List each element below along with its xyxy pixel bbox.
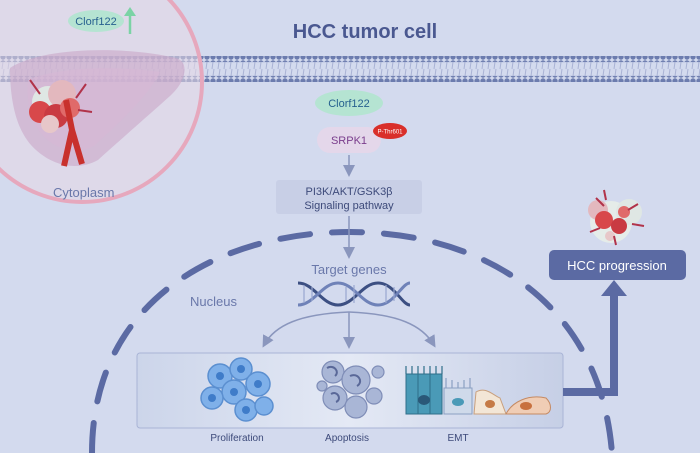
phospho-label: P-Thr601 xyxy=(377,130,403,136)
signaling-line2: Signaling pathway xyxy=(304,200,394,212)
proliferation-cells-icon xyxy=(200,357,274,422)
up-arrow-icon xyxy=(124,7,136,34)
signaling-line1: PI3K/AKT/GSK3β xyxy=(305,186,392,198)
phospho-badge: P-Thr601 xyxy=(373,123,407,139)
clorf122-upregulated: Clorf122 xyxy=(68,10,124,32)
emt-cells-icon xyxy=(405,366,551,415)
target-gene-arrows xyxy=(262,311,436,349)
hcc-progression-box: HCC progression xyxy=(549,250,686,280)
proliferation-label: Proliferation xyxy=(210,433,263,444)
progression-arrow xyxy=(563,280,627,396)
clorf122-node: Clorf122 xyxy=(315,90,383,116)
clorf122-label: Clorf122 xyxy=(328,98,370,110)
dna-helix-icon xyxy=(297,281,411,307)
cytoplasm-label: Cytoplasm xyxy=(53,185,114,200)
srpk1-label: SRPK1 xyxy=(331,135,367,147)
emt-label: EMT xyxy=(447,433,468,444)
hcc-progression-label: HCC progression xyxy=(567,258,667,273)
apoptosis-cells-icon xyxy=(316,360,385,419)
target-genes-label: Target genes xyxy=(311,262,387,277)
clorf122-upregulated-label: Clorf122 xyxy=(75,16,117,28)
nucleus-label: Nucleus xyxy=(190,294,237,309)
liver-tumor-icon xyxy=(0,0,204,204)
signaling-pathway-node: PI3K/AKT/GSK3β Signaling pathway xyxy=(276,180,422,214)
apoptosis-label: Apoptosis xyxy=(325,433,369,444)
tumor-icon xyxy=(588,189,645,246)
nuclear-envelope xyxy=(89,228,615,453)
srpk1-node: SRPK1 xyxy=(317,127,381,153)
title: HCC tumor cell xyxy=(293,21,437,43)
